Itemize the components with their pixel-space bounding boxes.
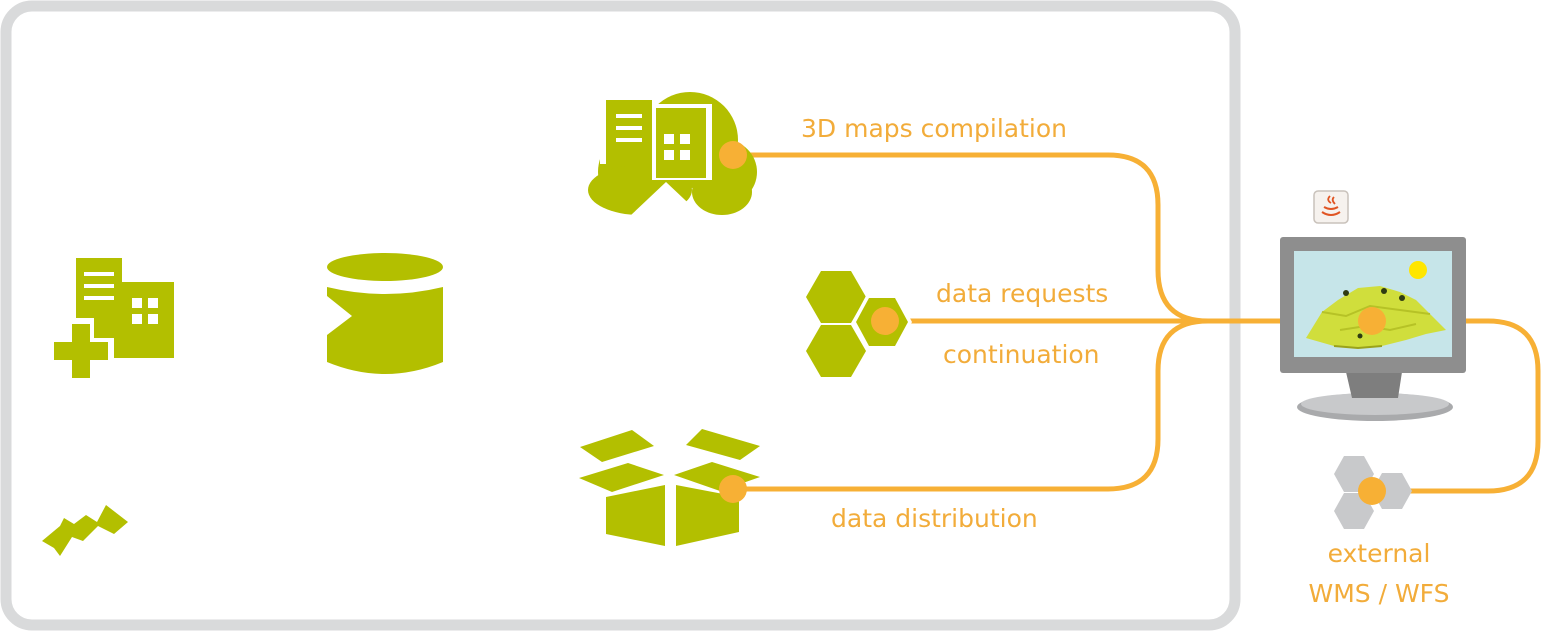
connector-dot-distribution [719, 475, 747, 503]
connector-dot-viewer [1358, 307, 1386, 335]
open-box-icon [579, 429, 760, 546]
connector-dots [719, 141, 1386, 505]
monitor-3d-icon [1280, 237, 1466, 421]
label-data-requests: data requests [936, 279, 1108, 308]
flow-line-maps-compilation [730, 152, 1375, 324]
flow-lines [730, 152, 1541, 494]
system-frame [0, 0, 1241, 631]
java-icon [1313, 190, 1349, 224]
wrench-icon [42, 505, 128, 556]
flow-line-external-services [1369, 318, 1541, 494]
label-maps-compilation: 3D maps compilation [801, 114, 1067, 143]
connector-dot-external [1358, 477, 1386, 505]
label-data-distribution: data distribution [831, 504, 1038, 533]
connector-dot-requests [871, 307, 899, 335]
label-continuation: continuation [943, 340, 1100, 369]
label-external: external [1328, 539, 1431, 568]
connector-dot-maps [719, 141, 747, 169]
city-plus-icon [48, 258, 174, 384]
database-icon [327, 253, 443, 374]
flow-line-data-distribution [730, 318, 1211, 492]
label-wms-wfs: WMS / WFS [1308, 579, 1449, 608]
